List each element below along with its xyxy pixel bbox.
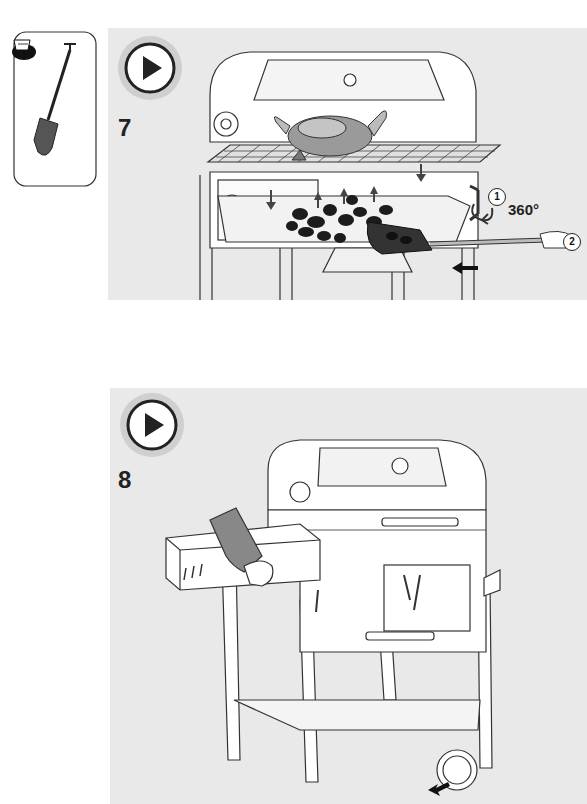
- step-number: 7: [118, 116, 131, 140]
- glove-hand: [210, 508, 273, 586]
- rotation-label: 360°: [508, 202, 539, 217]
- callout-number: 2: [569, 237, 575, 247]
- grill-illustration: [200, 52, 500, 300]
- play-icon: [120, 393, 184, 457]
- shovel: [367, 222, 573, 254]
- step-panel: [108, 28, 587, 300]
- callout-number: 1: [494, 192, 500, 202]
- grill-illustration: [166, 440, 500, 790]
- callout-circle: 2: [563, 233, 581, 251]
- callout-circle: 1: [488, 188, 506, 206]
- motion-arrow: [428, 782, 450, 796]
- play-icon: [118, 36, 182, 100]
- chicken: [274, 111, 386, 160]
- step-panel: [110, 388, 587, 804]
- step-number: 8: [118, 468, 131, 492]
- motion-arrows: [266, 164, 478, 274]
- tool-icon: [12, 32, 96, 186]
